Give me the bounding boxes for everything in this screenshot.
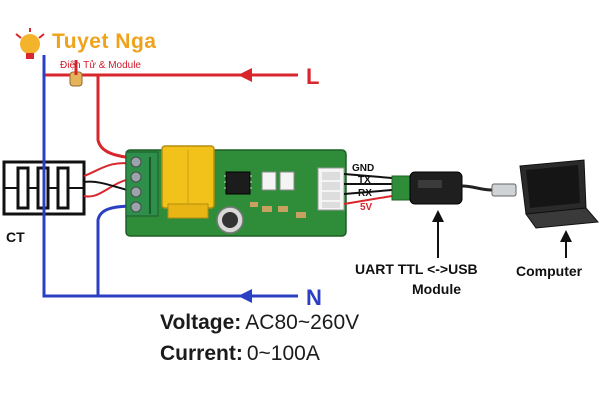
pin-header	[317, 167, 345, 211]
brand-logo: Tuyet Nga Điện Tử & Module	[12, 28, 192, 78]
usb-module-label-line1: UART TTL <->USB	[355, 261, 478, 277]
neutral-wire	[42, 55, 298, 303]
ic-chip	[224, 171, 252, 195]
current-value: 0~100A	[246, 342, 320, 365]
usb-uart-module	[391, 171, 517, 205]
current-label: Current	[160, 342, 236, 365]
voltage-value: AC80~260V	[245, 311, 360, 334]
uart-wires	[343, 173, 393, 205]
ct-label: CT	[6, 229, 25, 245]
pin-5v-label: 5V	[360, 202, 373, 213]
live-line-label: L	[306, 64, 319, 89]
laptop-icon	[519, 159, 600, 229]
lightbulb-logo-icon	[15, 28, 45, 59]
neutral-line-label: N	[306, 285, 322, 310]
pin-rx-label: RX	[358, 188, 372, 199]
computer-label: Computer	[516, 263, 583, 279]
brand-title: Tuyet Nga	[52, 30, 157, 53]
usb-module-label-line2: Module	[412, 281, 461, 297]
capacitor	[216, 206, 244, 234]
ct-clamp	[2, 150, 86, 225]
bulb-icon	[69, 60, 83, 87]
usb-module-arrow	[432, 210, 444, 258]
voltage-spec: Voltage:AC80~260V	[160, 311, 360, 334]
brand-subtitle: Điện Tử & Module	[60, 60, 141, 71]
screw-terminal	[125, 151, 159, 217]
pin-gnd-label: GND	[352, 163, 374, 174]
current-spec: Current:0~100A	[160, 342, 320, 365]
voltage-label: Voltage	[160, 311, 235, 334]
computer-arrow	[560, 230, 572, 258]
live-arrow	[238, 68, 298, 82]
transformer	[161, 145, 215, 219]
pin-tx-label: TX	[358, 175, 371, 186]
pzem-module	[125, 145, 347, 237]
